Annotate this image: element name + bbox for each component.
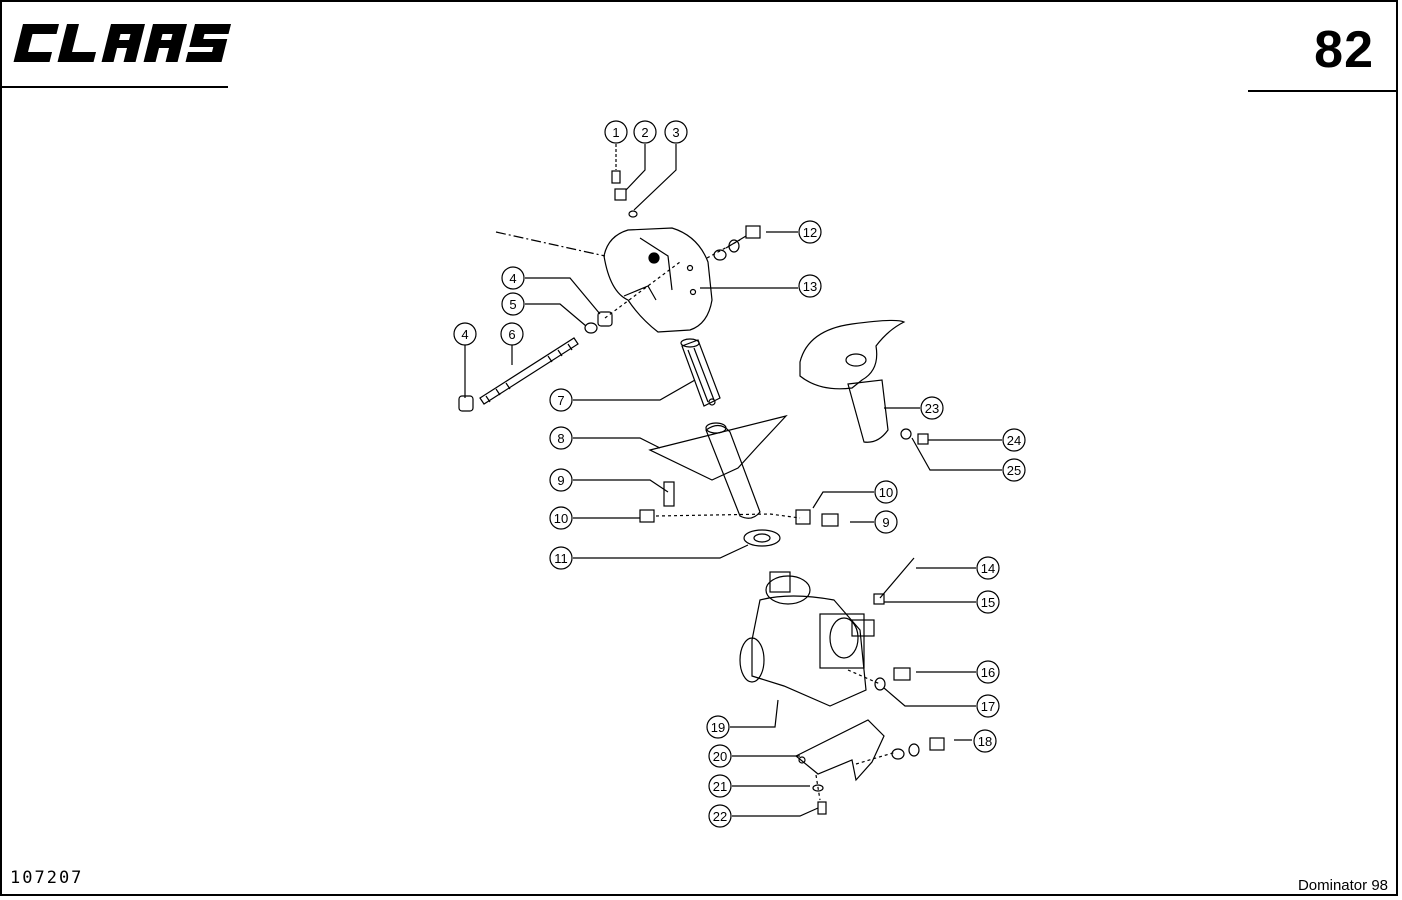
callout-label: 10	[879, 485, 893, 500]
callout-9: 9	[874, 510, 898, 534]
model-name: Dominator 98	[1297, 877, 1388, 894]
callout-label: 24	[1007, 433, 1021, 448]
callout-label: 25	[1007, 463, 1021, 478]
callout-5: 5	[501, 292, 525, 316]
part-hex-bolt-12	[713, 225, 761, 261]
callout-4: 4	[501, 266, 525, 290]
callout-19: 19	[706, 715, 730, 739]
callout-16: 16	[976, 660, 1000, 684]
callout-11: 11	[549, 546, 573, 570]
callout-label: 12	[803, 225, 817, 240]
part-angle-gearbox	[739, 557, 915, 707]
callout-18: 18	[973, 729, 997, 753]
callout-4: 4	[453, 322, 477, 346]
page-number: 82	[1314, 21, 1374, 79]
callout-label: 8	[557, 431, 564, 446]
callout-10: 10	[874, 480, 898, 504]
callout-label: 5	[509, 297, 516, 312]
part-gear-housing-cover	[603, 227, 713, 333]
callout-label: 17	[981, 699, 995, 714]
callout-15: 15	[976, 590, 1000, 614]
callout-13: 13	[798, 274, 822, 298]
drawing-number: 107207	[10, 868, 84, 888]
callout-label: 13	[803, 279, 817, 294]
callout-label: 2	[641, 125, 648, 140]
callout-10: 10	[549, 506, 573, 530]
callout-20: 20	[708, 744, 732, 768]
callout-label: 23	[925, 401, 939, 416]
callout-label: 14	[981, 561, 995, 576]
callout-label: 20	[713, 749, 727, 764]
callout-label: 19	[711, 720, 725, 735]
callout-label: 22	[713, 809, 727, 824]
callout-label: 9	[557, 473, 564, 488]
callout-9: 9	[549, 468, 573, 492]
callout-22: 22	[708, 804, 732, 828]
callout-12: 12	[798, 220, 822, 244]
callout-label: 4	[461, 327, 468, 342]
callout-label: 9	[882, 515, 889, 530]
callout-3: 3	[664, 120, 688, 144]
callout-label: 21	[713, 779, 727, 794]
leader-lines	[464, 144, 1002, 817]
claas-logo	[13, 24, 232, 62]
part-bracket-arm	[639, 414, 839, 547]
callout-2: 2	[633, 120, 657, 144]
callout-label: 16	[981, 665, 995, 680]
callout-label: 15	[981, 595, 995, 610]
part-auger-flight	[799, 319, 952, 445]
callout-6: 6	[500, 322, 524, 346]
part-splined-shaft	[680, 338, 721, 407]
callout-24: 24	[1002, 428, 1026, 452]
callout-label: 3	[672, 125, 679, 140]
callout-label: 10	[554, 511, 568, 526]
callout-21: 21	[708, 774, 732, 798]
callout-label: 6	[508, 327, 515, 342]
callout-label: 1	[612, 125, 619, 140]
callout-14: 14	[976, 556, 1000, 580]
callout-8: 8	[549, 426, 573, 450]
part-grease-nipple	[611, 170, 638, 218]
part-threaded-rod	[479, 337, 579, 405]
callout-label: 7	[557, 393, 564, 408]
header-rule-left	[0, 86, 228, 88]
part-mounting-plate	[794, 719, 945, 815]
callout-label: 11	[554, 551, 568, 566]
callout-label: 4	[509, 271, 516, 286]
callout-25: 25	[1002, 458, 1026, 482]
callout-1: 1	[604, 120, 628, 144]
part-nut-washer-4-5	[458, 311, 613, 412]
callout-23: 23	[920, 396, 944, 420]
callout-label: 18	[978, 734, 992, 749]
callout-7: 7	[549, 388, 573, 412]
callout-17: 17	[976, 694, 1000, 718]
header-rule-right	[1248, 90, 1398, 92]
